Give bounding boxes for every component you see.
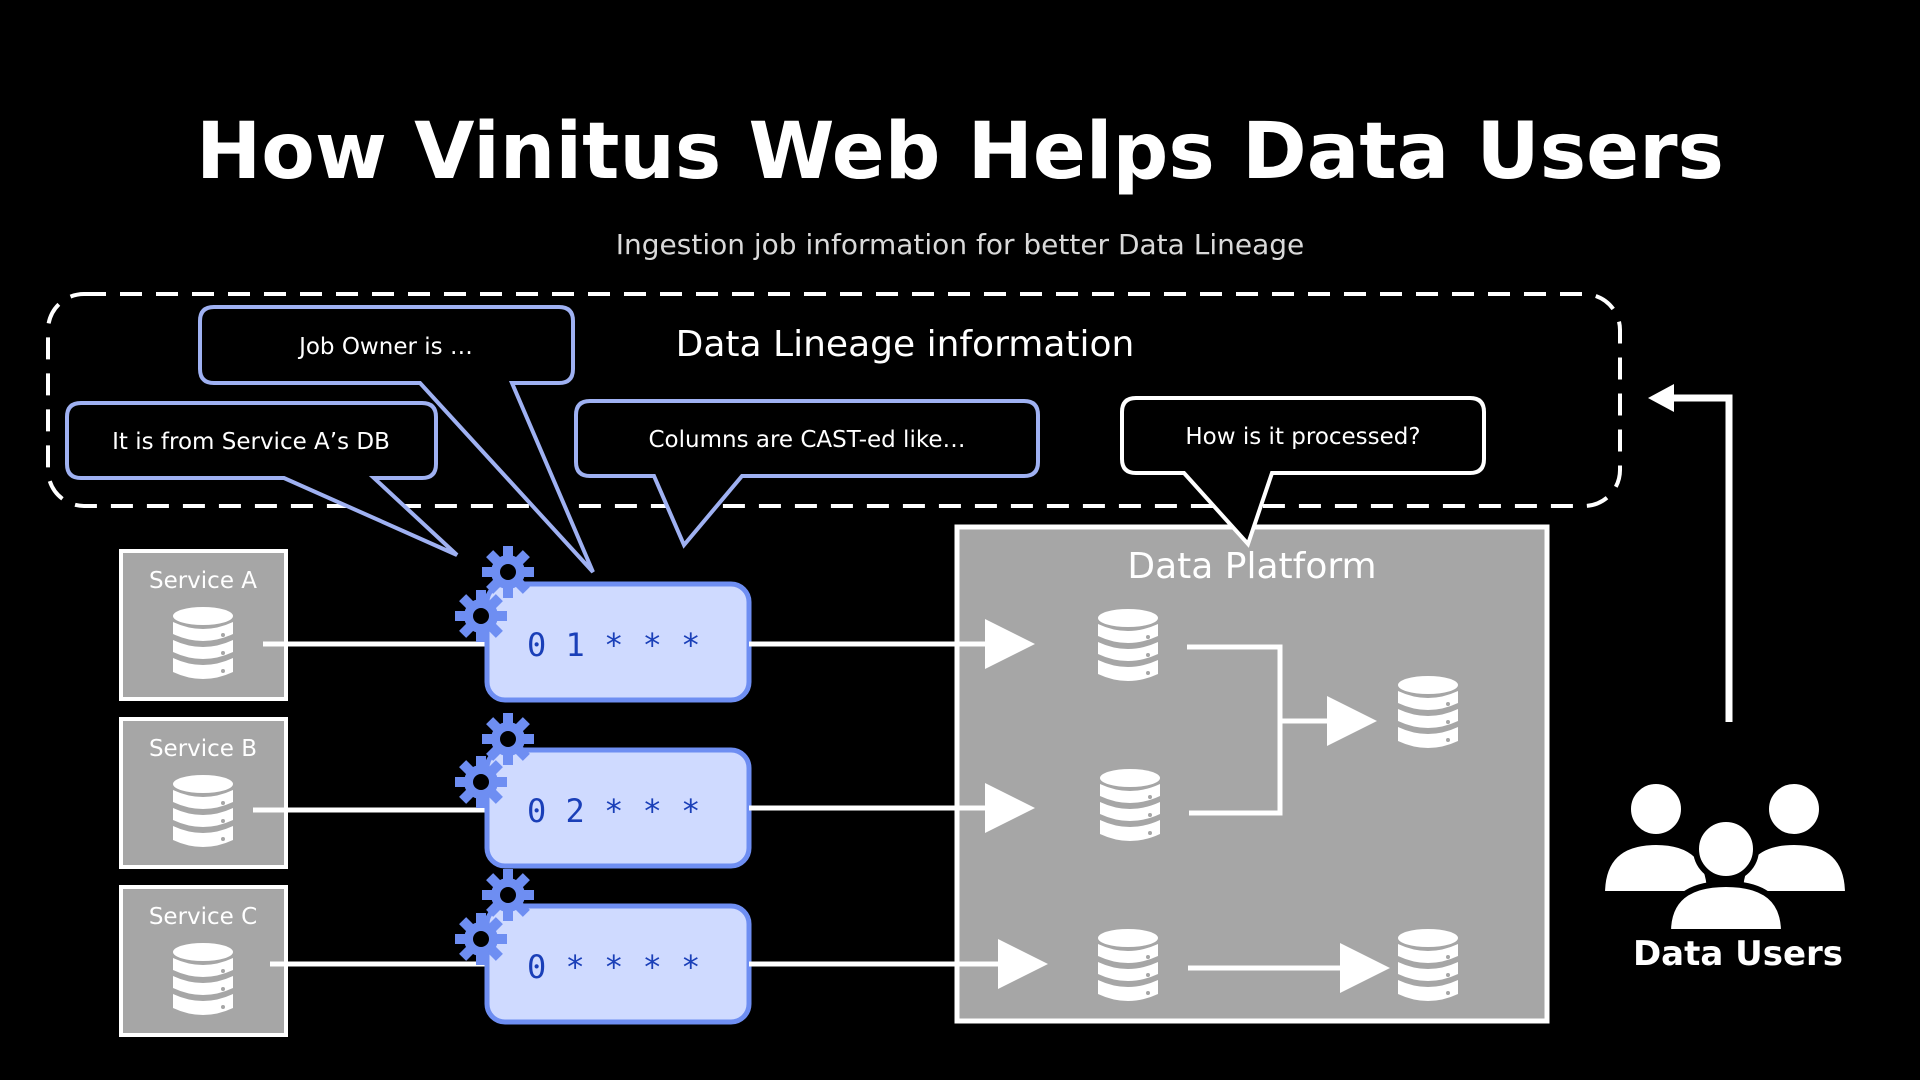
job-schedule: 0 * * * * bbox=[527, 948, 700, 986]
service-box-c: Service C bbox=[119, 885, 288, 1037]
gear-icon bbox=[455, 756, 507, 808]
data-platform-panel bbox=[954, 524, 1550, 1024]
gear-icon bbox=[455, 590, 507, 642]
gear-icon bbox=[482, 869, 534, 921]
callout-text: Columns are CAST-ed like… bbox=[648, 427, 965, 453]
callout-text: How is it processed? bbox=[1185, 424, 1420, 450]
merge-connector bbox=[1187, 644, 1283, 816]
gear-icon bbox=[455, 913, 507, 965]
gear-icon bbox=[482, 546, 534, 598]
callout-text: It is from Service A’s DB bbox=[112, 429, 390, 455]
callout-from-service: It is from Service A’s DB bbox=[65, 401, 459, 557]
arrow-head bbox=[1648, 384, 1674, 412]
users-to-lineage-arrow bbox=[1665, 394, 1733, 722]
service-box-a: Service A bbox=[119, 549, 288, 701]
ingestion-job-2[interactable]: 0 2 * * * bbox=[484, 747, 752, 869]
service-label: Service A bbox=[149, 568, 257, 594]
page-subtitle: Ingestion job information for better Dat… bbox=[616, 228, 1304, 261]
lineage-box-label: Data Lineage information bbox=[676, 324, 1135, 365]
callout-processed: How is it processed? bbox=[1120, 396, 1486, 548]
data-users-label: Data Users bbox=[1633, 934, 1843, 974]
ingestion-job-3[interactable]: 0 * * * * bbox=[484, 903, 752, 1025]
service-label: Service B bbox=[149, 736, 257, 762]
gear-icon bbox=[482, 713, 534, 765]
job-schedule: 0 1 * * * bbox=[527, 626, 700, 664]
ingestion-job-1[interactable]: 0 1 * * * bbox=[484, 581, 752, 703]
job-schedule: 0 2 * * * bbox=[527, 792, 700, 830]
callout-text: Job Owner is … bbox=[297, 334, 473, 360]
service-box-b: Service B bbox=[119, 717, 288, 869]
users-icon bbox=[1598, 778, 1852, 935]
page-title: How Vinitus Web Helps Data Users bbox=[196, 107, 1724, 197]
lineage-info-box bbox=[46, 292, 1622, 508]
callout-job-owner: Job Owner is … bbox=[198, 305, 595, 574]
callout-columns: Columns are CAST-ed like… bbox=[574, 399, 1040, 549]
data-platform-label: Data Platform bbox=[1127, 546, 1376, 587]
service-label: Service C bbox=[149, 904, 257, 930]
